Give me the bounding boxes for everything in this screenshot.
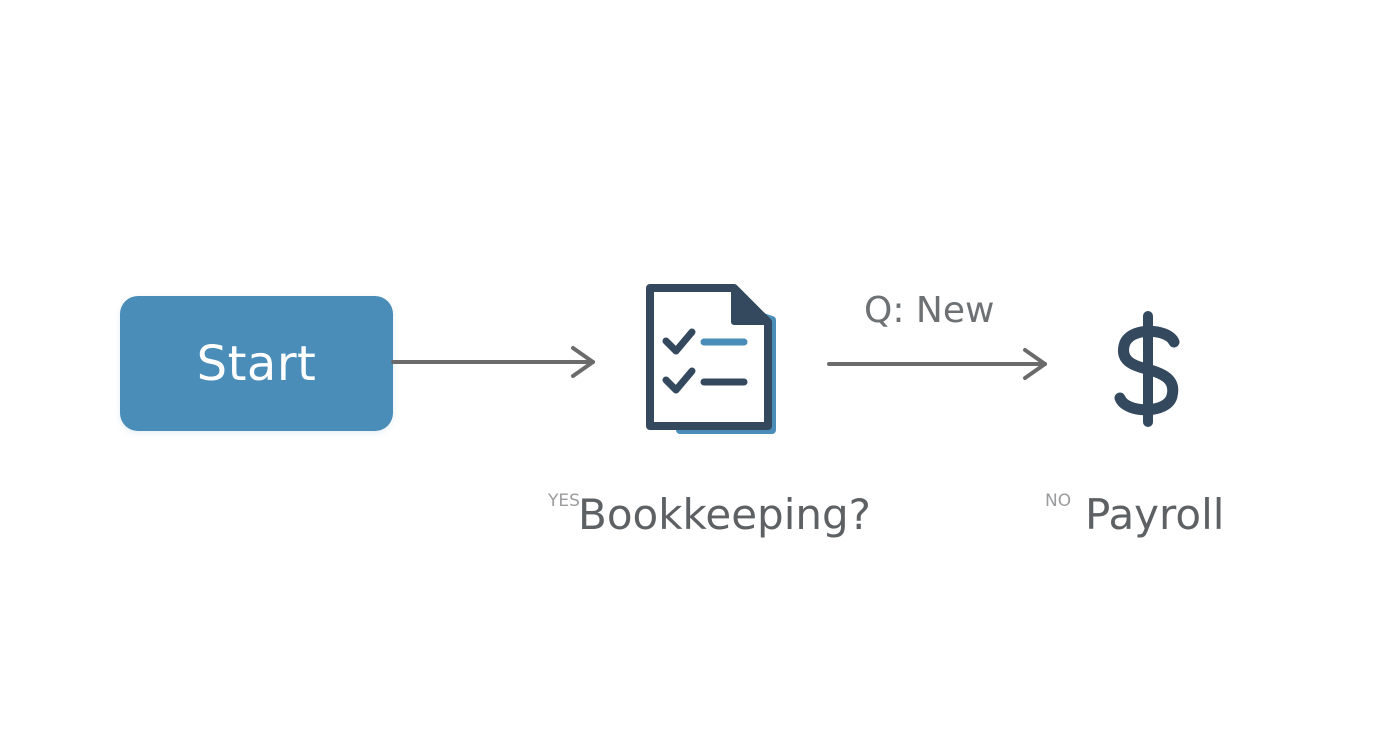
no-label: NO [1045, 491, 1072, 511]
yes-label: YES [548, 491, 580, 511]
payroll-label: Payroll [1085, 490, 1225, 539]
start-node[interactable]: Start [120, 296, 393, 431]
bookkeeping-label: Bookkeeping? [578, 490, 871, 539]
checklist-document-icon [646, 284, 776, 434]
question-label: Q: New [864, 290, 995, 331]
arrow-document-to-dollar [827, 348, 1047, 380]
dollar-sign-icon [1114, 311, 1180, 427]
start-label: Start [196, 335, 317, 392]
arrow-start-to-document [391, 346, 595, 378]
